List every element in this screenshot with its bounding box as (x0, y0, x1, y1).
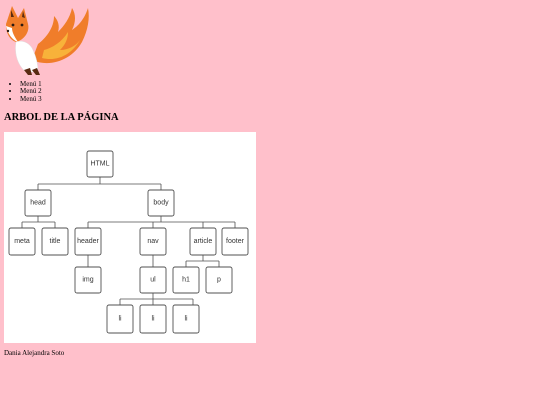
tree-node-li-2: li (139, 304, 167, 334)
tree-node-title: title (41, 227, 69, 256)
tree-node-label: article (194, 238, 213, 245)
tree-node-article: article (189, 227, 217, 256)
tree-node-nav: nav (139, 227, 167, 256)
tree-node-meta: meta (8, 227, 36, 256)
page-title: ARBOL DE LA PÁGINA (4, 112, 119, 123)
fox-logo-icon (2, 2, 92, 76)
main-menu: Menú 1 Menú 2 Menú 3 (20, 80, 42, 103)
menu-item-3[interactable]: Menú 3 (20, 95, 42, 103)
tree-node-label: p (217, 277, 221, 284)
tree-node-label: meta (14, 238, 30, 245)
tree-edges (21, 177, 236, 305)
menu-item-1[interactable]: Menú 1 (20, 80, 42, 88)
tree-node-header: header (74, 227, 102, 256)
tree-node-footer: footer (221, 227, 249, 256)
tree-node-label: body (153, 200, 169, 207)
tree-node-label: li (118, 316, 122, 323)
tree-node-label: head (30, 200, 46, 207)
tree-node-label: footer (226, 238, 245, 245)
tree-node-label: header (77, 238, 99, 245)
tree-node-li-3: li (172, 304, 200, 334)
tree-node-label: li (151, 316, 155, 323)
tree-node-img: img (74, 266, 102, 294)
menu-item-2[interactable]: Menú 2 (20, 87, 42, 95)
tree-node-label: li (184, 316, 188, 323)
tree-node-html: HTML (86, 150, 114, 178)
tree-node-label: ul (150, 277, 156, 284)
tree-node-ul: ul (139, 266, 167, 294)
author-footer: Dania Alejandra Soto (4, 349, 65, 357)
tree-node-label: h1 (182, 277, 190, 284)
dom-tree-diagram: HTML head body meta title header (4, 132, 256, 343)
tree-node-body: body (147, 189, 175, 217)
tree-node-li-1: li (106, 304, 134, 334)
tree-node-head: head (24, 189, 52, 217)
tree-node-label: title (50, 238, 61, 245)
tree-node-label: img (82, 277, 93, 284)
tree-node-label: HTML (90, 161, 109, 168)
tree-node-h1: h1 (172, 266, 200, 294)
tree-node-p: p (205, 266, 233, 294)
tree-node-label: nav (147, 238, 159, 245)
